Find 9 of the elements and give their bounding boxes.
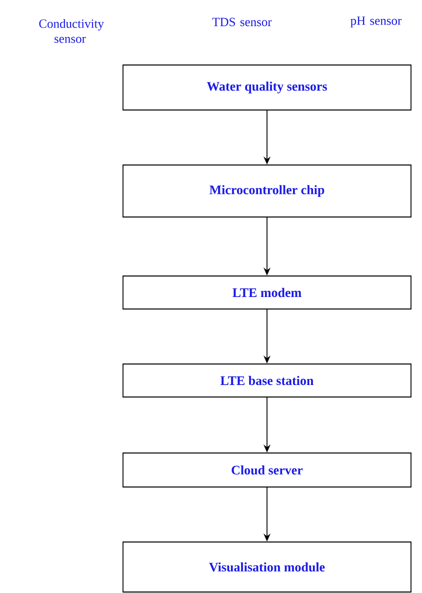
process-box: Visualisation module	[122, 542, 412, 592]
process-box: Microcontroller chip	[122, 164, 412, 218]
process-box: Cloud server	[122, 452, 412, 488]
process-box: Water quality sensors	[122, 64, 412, 110]
label-text: pH sensor	[350, 16, 402, 28]
label-text: Conductivity sensor	[39, 19, 104, 43]
process-box: LTE base station	[122, 364, 412, 398]
label-text: TDS sensor	[212, 18, 272, 26]
process-box: LTE modem	[122, 276, 412, 310]
